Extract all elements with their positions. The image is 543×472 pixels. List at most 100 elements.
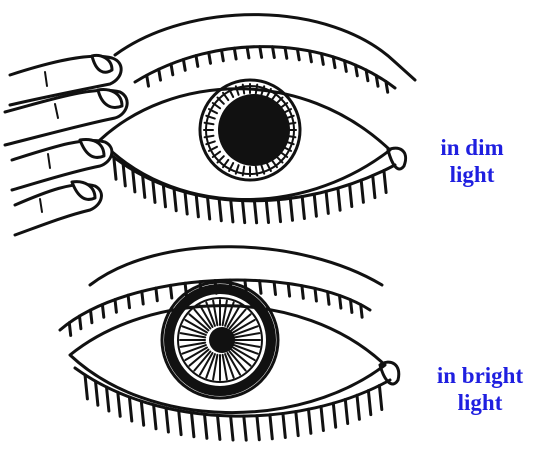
eyelash bbox=[260, 281, 261, 294]
eyelash bbox=[386, 81, 388, 92]
iris-spoke bbox=[256, 167, 257, 176]
eyelash bbox=[128, 295, 129, 308]
eyelash bbox=[107, 387, 109, 411]
eyelash bbox=[357, 395, 359, 419]
eyelash bbox=[297, 49, 299, 60]
eyelash bbox=[143, 175, 145, 197]
caption-dim-line1: in dim bbox=[420, 134, 524, 161]
eyelash bbox=[315, 288, 316, 301]
eyelash bbox=[254, 201, 256, 223]
fingers bbox=[5, 56, 127, 235]
eyelash bbox=[234, 48, 236, 59]
eyelash bbox=[379, 386, 381, 410]
eyelash bbox=[350, 185, 352, 207]
eyelash bbox=[351, 300, 352, 313]
iris-spoke bbox=[243, 85, 244, 94]
eyelash bbox=[171, 64, 173, 75]
eyelash bbox=[257, 416, 259, 440]
eyelash bbox=[174, 189, 176, 211]
eyelash bbox=[222, 50, 224, 61]
eyelash bbox=[302, 197, 304, 219]
eyelash bbox=[373, 176, 375, 198]
top-eye bbox=[100, 15, 415, 223]
eyelash bbox=[361, 305, 362, 318]
eyelash bbox=[129, 397, 131, 421]
eyelash bbox=[361, 180, 363, 202]
eyelash bbox=[273, 47, 275, 58]
eyelash bbox=[69, 323, 70, 336]
eyelash bbox=[338, 188, 340, 210]
eyelash bbox=[154, 405, 156, 429]
eyelash bbox=[114, 157, 116, 179]
caption-bright-line1: in bright bbox=[420, 362, 540, 389]
eyelash bbox=[288, 284, 289, 297]
iris-spoke bbox=[243, 167, 244, 176]
eyelash bbox=[290, 198, 292, 220]
eyelash bbox=[384, 171, 386, 193]
eyelash bbox=[166, 408, 168, 432]
eyelash bbox=[356, 65, 358, 76]
eyelash bbox=[333, 57, 335, 68]
eyelash bbox=[366, 70, 368, 81]
eyelash bbox=[368, 391, 370, 415]
eyelash bbox=[296, 412, 298, 436]
eyelash bbox=[310, 51, 312, 62]
eyelash bbox=[328, 292, 329, 305]
eyelash bbox=[278, 200, 280, 222]
eyelash bbox=[260, 47, 262, 58]
eyelash bbox=[196, 56, 198, 67]
eyelash bbox=[283, 414, 285, 438]
eyelash bbox=[141, 401, 143, 425]
iris-spoke bbox=[205, 136, 214, 137]
eyelash bbox=[376, 75, 378, 86]
eyelash bbox=[309, 409, 311, 433]
eyelash bbox=[170, 285, 171, 298]
caption-dim-line2: light bbox=[420, 161, 524, 188]
eyelash bbox=[266, 201, 268, 223]
eyelash bbox=[231, 200, 233, 222]
eyelash bbox=[321, 407, 323, 431]
iris-spoke bbox=[205, 123, 214, 124]
eyelash bbox=[345, 61, 347, 72]
eyelash bbox=[115, 300, 116, 313]
eyelash bbox=[219, 199, 221, 221]
eyelash bbox=[196, 195, 198, 217]
eyelash bbox=[156, 288, 157, 301]
eyelash bbox=[231, 416, 233, 440]
eyelash bbox=[340, 296, 341, 309]
eyelash bbox=[208, 197, 210, 219]
eyelash bbox=[183, 60, 185, 71]
bottom-eye bbox=[60, 247, 399, 440]
eyelash bbox=[96, 381, 98, 405]
eyelash bbox=[285, 48, 287, 59]
eyelash bbox=[179, 411, 181, 435]
eyelash bbox=[322, 54, 324, 65]
eyelash bbox=[80, 316, 81, 329]
eyelash bbox=[244, 416, 246, 440]
eyelash bbox=[243, 201, 245, 223]
eyelash bbox=[147, 75, 149, 86]
eyelash bbox=[85, 375, 87, 399]
bottom-pupil bbox=[209, 327, 235, 353]
iris-spoke bbox=[256, 85, 257, 94]
eyelash bbox=[218, 415, 220, 439]
caption-dim-light: in dim light bbox=[420, 134, 524, 188]
eyelash bbox=[270, 415, 272, 439]
eyelash bbox=[326, 191, 328, 213]
eyelash bbox=[123, 164, 125, 186]
eyelash bbox=[163, 185, 165, 207]
eyelash bbox=[314, 194, 316, 216]
caption-bright-light: in bright light bbox=[420, 362, 540, 416]
eyelash bbox=[118, 392, 120, 416]
eyelash bbox=[133, 170, 135, 192]
eyelash bbox=[274, 282, 275, 295]
eyelash bbox=[302, 286, 303, 299]
eyelash bbox=[91, 310, 92, 323]
top-pupil bbox=[218, 94, 290, 166]
eyelash bbox=[333, 403, 335, 427]
eyelash bbox=[185, 192, 187, 214]
eyelash bbox=[192, 413, 194, 437]
top-upper-lashes bbox=[147, 47, 388, 93]
caption-bright-line2: light bbox=[420, 389, 540, 416]
eyelash bbox=[209, 53, 211, 64]
